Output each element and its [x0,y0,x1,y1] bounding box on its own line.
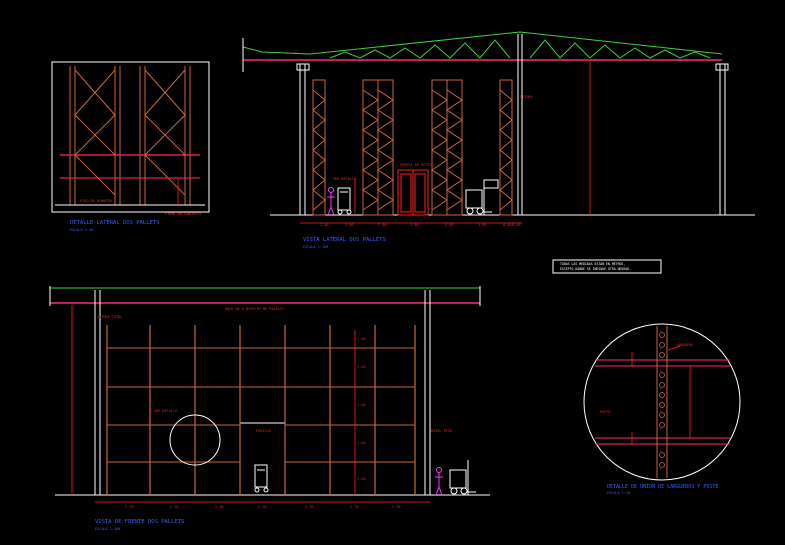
post-holes [659,332,665,468]
detail-post-label: POSTE [600,410,611,414]
height-label: ALTURA [520,95,534,99]
detail-beam-label: LARGUERO [676,343,693,347]
lateral-view-title: VISTA LATERAL DOS PALLETS [303,237,386,243]
front-view-panel: 1.20 1.20 1.20 1.20 1.20 ALTURA TOTAL RA… [49,286,490,531]
lateral-dim: 2.90 [445,223,453,227]
front-dim: 2.70 [350,505,358,509]
forklift-icon [465,179,499,215]
lateral-dim: 0.40 [512,223,520,227]
level-dim: 1.20 [357,477,365,481]
front-dim: 2.70 [392,505,400,509]
front-rack-label: RACK DE 5 NIVELES DE PALLETS [225,307,284,311]
level-dim: 1.20 [357,365,365,369]
level-dims: 1.20 1.20 1.20 1.20 1.20 [357,337,365,481]
detail-lateral-scale: ESCALA 1:20 [70,228,93,232]
access-door [397,169,429,216]
front-view-title: VISTA DE FRENTE DOS PALLETS [95,519,184,525]
level-dim: 1.20 [357,337,365,341]
front-view-detail-label: VER DETALLE [154,409,177,413]
note-box: TODAS LAS MEDIDAS ESTAN EN METROS, EXCEP… [552,259,662,274]
aisle-label: PASILLO [256,429,271,433]
front-dim: 2.70 [258,505,266,509]
front-dim: 2.70 [125,505,133,509]
lateral-dim: 0.40 [503,223,511,227]
forklift-icon [449,460,476,495]
lateral-dim: 1.50 [345,223,353,227]
front-dim-row: 2.70 2.70 2.70 2.70 2.70 2.70 2.70 [125,505,400,509]
note-line: TODAS LAS MEDIDAS ESTAN EN METROS, [560,262,625,266]
lateral-view-panel: PUERTA DE ACCESO VER DETALLE ALTURA [242,31,755,249]
detail-callout-circle [169,414,221,466]
detail-circle-panel: LARGUERO POSTE DETALLE DE UNION DE LARGU… [583,323,741,495]
lateral-view-scale: ESCALA 1:100 [303,245,328,249]
pallet-jack-icon [254,464,269,493]
detail-lateral-panel: PISO DE ALMACEN FIRME DE CONCRETO DETALL… [51,61,210,232]
note-line: EXCEPTO DONDE SE INDIQUE OTRA UNIDAD. [560,267,631,271]
front-view-scale: ESCALA 1:100 [95,527,120,531]
detail-circle-scale: ESCALA 1:10 [607,491,630,495]
person-icon [327,187,335,216]
front-top-label: ALTURA TOTAL [97,315,122,319]
view-detail-label: VER DETALLE [333,177,356,181]
lateral-dim-row: 1.50 1.50 2.90 1.50 2.90 1.50 0.40 0.40 [320,223,520,227]
detail-concrete-label: FIRME DE CONCRETO [165,212,201,216]
lateral-dim: 2.90 [378,223,386,227]
level-dim: 1.20 [357,441,365,445]
detail-lateral-title: DETALLE LATERAL DOS PALLETS [70,220,159,226]
pallet-jack-icon [337,187,352,215]
front-dim: 2.70 [170,505,178,509]
front-dim: 2.70 [305,505,313,509]
front-dim: 2.70 [215,505,223,509]
door-label: PUERTA DE ACCESO [400,163,434,167]
lateral-dim: 1.50 [410,223,418,227]
detail-floor-label: PISO DE ALMACEN [80,199,112,203]
lateral-dim: 1.50 [478,223,486,227]
floor-label: NIVEL PISO [431,429,452,433]
level-dim: 1.20 [357,403,365,407]
person-icon [435,467,443,496]
lateral-dim: 1.50 [320,223,328,227]
detail-circle-title: DETALLE DE UNION DE LARGUEROS Y POSTE [607,484,718,490]
